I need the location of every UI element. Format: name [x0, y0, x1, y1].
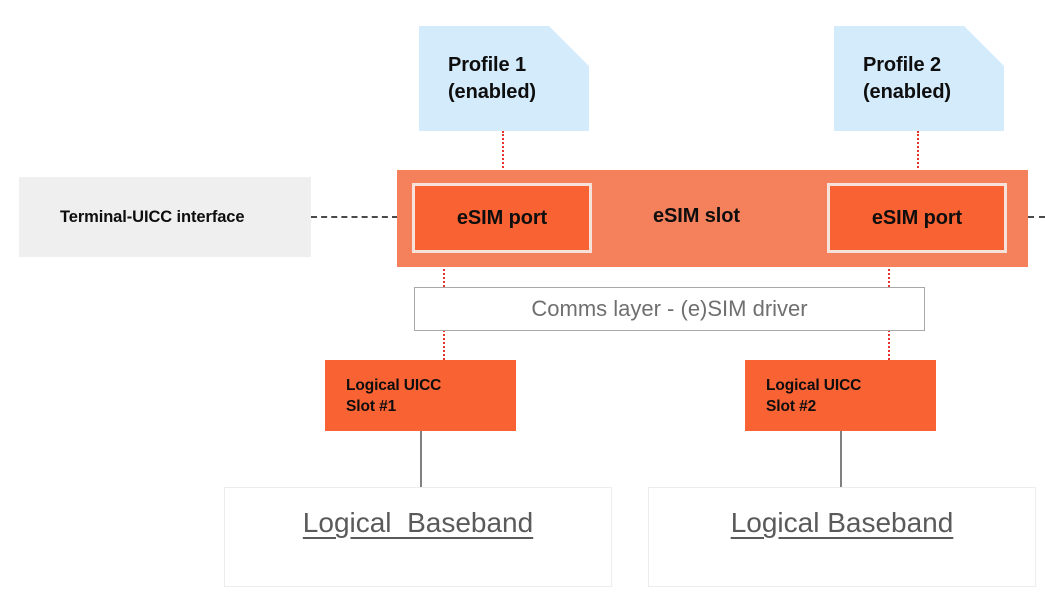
comms-layer-label: Comms layer - (e)SIM driver [531, 296, 808, 321]
logical-uicc-slot-1-line1: Logical UICC [346, 376, 442, 394]
connector-terminal-to-slot [311, 216, 398, 218]
terminal-uicc-interface-box[interactable]: Terminal-UICC interface [19, 177, 311, 257]
profile-1-name: Profile 1 [448, 53, 527, 76]
profile-2-state: (enabled) [863, 80, 951, 103]
connector-port2-to-comms [888, 252, 890, 287]
connector-profile2-to-port2 [917, 131, 919, 180]
logical-baseband-1-label: Logical Baseband [302, 507, 534, 538]
esim-port-2-label: eSIM port [871, 206, 963, 229]
logical-uicc-slot-1[interactable]: Logical UICC Slot #1 [325, 360, 516, 431]
comms-layer-box[interactable]: Comms layer - (e)SIM driver [414, 287, 925, 331]
logical-uicc-slot-2[interactable]: Logical UICC Slot #2 [745, 360, 936, 431]
logical-uicc-slot-2-line1: Logical UICC [766, 376, 862, 394]
logical-uicc-slot-1-line2: Slot #1 [346, 397, 397, 415]
connector-profile1-to-port1 [502, 131, 504, 180]
connector-slot-right-stub [1028, 216, 1045, 218]
esim-slot-label: eSIM slot [653, 205, 740, 227]
connector-comms-to-uicc2 [888, 330, 890, 360]
logical-baseband-box-1[interactable]: Logical Baseband [224, 487, 612, 587]
terminal-uicc-interface-label: Terminal-UICC interface [60, 207, 245, 226]
esim-port-2[interactable]: eSIM port [827, 183, 1007, 253]
esim-port-1[interactable]: eSIM port [412, 183, 592, 253]
profile-card-1[interactable]: Profile 1 (enabled) [419, 26, 589, 131]
logical-baseband-2-label: Logical Baseband [730, 507, 954, 538]
profile-2-name: Profile 2 [863, 53, 942, 76]
logical-baseband-box-2[interactable]: Logical Baseband [648, 487, 1036, 587]
profile-1-state: (enabled) [448, 80, 536, 103]
connector-comms-to-uicc1 [443, 330, 445, 360]
logical-uicc-slot-2-line2: Slot #2 [766, 397, 817, 415]
connector-port1-to-comms [443, 252, 445, 287]
connector-uicc2-to-baseband2 [840, 431, 842, 488]
profile-card-2[interactable]: Profile 2 (enabled) [834, 26, 1004, 131]
connector-uicc1-to-baseband1 [420, 431, 422, 488]
esim-port-1-label: eSIM port [456, 206, 548, 229]
